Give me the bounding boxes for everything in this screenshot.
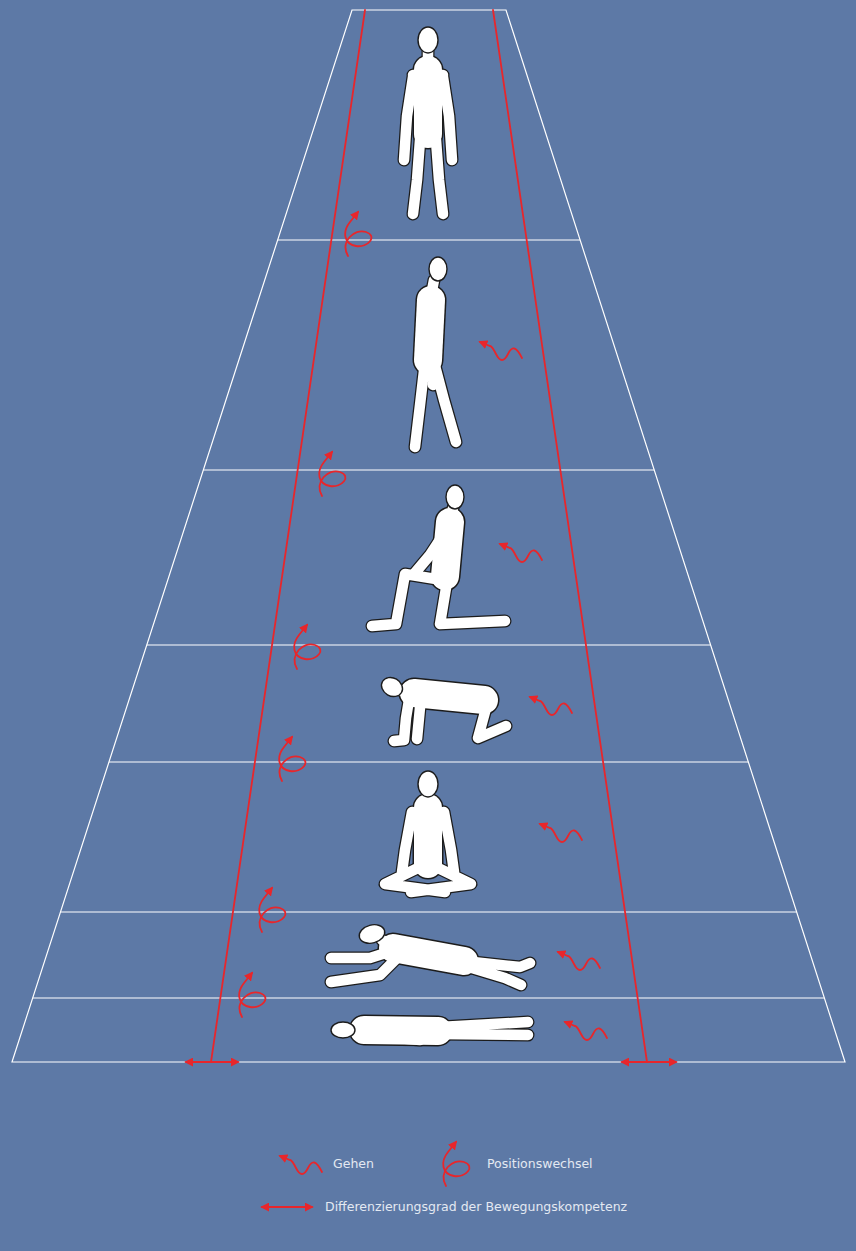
walking-icons <box>480 342 607 1040</box>
position-change-icon <box>239 973 265 1017</box>
position-change-icon <box>345 212 371 256</box>
position-change-icons <box>239 212 371 1017</box>
competence-line <box>211 10 365 1062</box>
human-figures <box>331 27 530 1040</box>
walking-figure <box>415 280 456 447</box>
trapezoid-outline <box>12 10 845 1062</box>
position-change-icon <box>294 625 320 669</box>
figure-head <box>418 27 438 53</box>
position-change-icon <box>259 888 285 932</box>
legend-text: Differenzierungsgrad der Bewegungskompet… <box>325 1199 627 1215</box>
position-change-icon <box>279 737 305 781</box>
figure-head <box>446 485 464 509</box>
lying-figure <box>354 1022 528 1040</box>
figure-outline <box>364 1030 438 1031</box>
sitting-figure <box>385 796 471 892</box>
walking-icon <box>540 824 582 842</box>
figure-outline <box>331 940 530 985</box>
legend-samples <box>262 1142 469 1207</box>
band-line <box>147 644 711 645</box>
figure-outline <box>372 508 505 626</box>
trapezoid <box>12 10 845 1062</box>
walking-icon <box>530 697 572 715</box>
figure-outline <box>394 690 506 741</box>
figure-outline <box>385 796 471 892</box>
band-line <box>33 997 825 998</box>
legend-position-sample <box>443 1142 469 1186</box>
competence-line <box>493 10 647 1062</box>
figure-outline <box>354 1022 528 1040</box>
walking-icon <box>565 1022 607 1040</box>
figure-head <box>357 922 387 946</box>
legend-differentiation-sample <box>262 1206 312 1208</box>
crawling-figure <box>331 940 530 985</box>
walking-icon <box>500 544 542 562</box>
sitting-figure <box>414 808 442 864</box>
band-line <box>278 239 580 240</box>
figure-outline <box>404 50 452 214</box>
differentiation-arrow <box>186 1061 238 1063</box>
quadruped-figure <box>394 690 506 741</box>
walking-icon <box>480 342 522 360</box>
figure-head <box>418 771 438 797</box>
figure-head <box>378 674 406 701</box>
band-line <box>109 761 748 762</box>
legend-text: Positionswechsel <box>487 1156 593 1172</box>
kneeling-figure <box>372 508 505 626</box>
walking-icon <box>558 952 600 970</box>
figure-head <box>331 1022 355 1038</box>
band-line <box>203 469 654 470</box>
figure-outline <box>413 808 444 864</box>
figure-outline <box>415 280 456 447</box>
figure-head <box>429 257 447 281</box>
legend-text: Gehen <box>333 1156 374 1172</box>
band-line <box>61 911 797 912</box>
standing-figure <box>404 50 452 214</box>
lying-figure <box>364 1030 438 1031</box>
differentiation-arrow <box>622 1061 676 1063</box>
legend-walking-sample <box>280 1156 322 1174</box>
position-change-icon <box>319 452 345 496</box>
